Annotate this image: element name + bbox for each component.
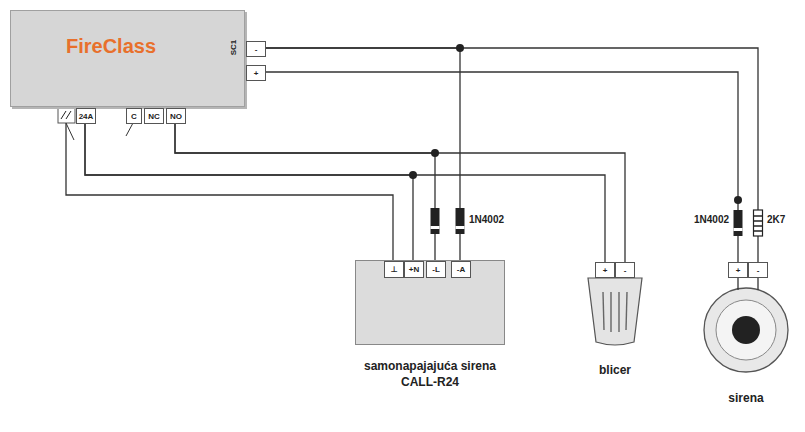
junction-dot xyxy=(734,196,742,204)
terminal-label: NO xyxy=(170,112,182,121)
terminal-label: 24A xyxy=(79,112,94,121)
device-caption: blicer xyxy=(530,362,700,378)
siren-body xyxy=(704,278,788,372)
resistor-label: 2K7 xyxy=(767,214,785,225)
wire xyxy=(175,124,625,262)
diode-symbol xyxy=(456,208,465,234)
wire xyxy=(85,124,605,262)
device: blicer+- xyxy=(585,262,645,345)
junction-dot xyxy=(409,171,417,179)
terminal-label: - xyxy=(624,266,627,275)
siren-unit-box: samonapajajuća sirena CALL-R24⊥+N-L-A xyxy=(355,260,505,345)
wire xyxy=(175,124,435,261)
relay-terminal xyxy=(58,107,75,123)
diode-label: 1N4002 xyxy=(469,214,504,225)
device-caption: samonapajajuća sirena CALL-R24 xyxy=(345,358,515,390)
terminal: 24A xyxy=(76,108,96,124)
terminal: NC xyxy=(144,108,164,124)
ground-wire xyxy=(66,123,393,260)
terminal: - xyxy=(748,262,768,278)
diode-label: 1N4002 xyxy=(694,214,729,225)
terminal: NO xyxy=(166,108,186,124)
terminal: + xyxy=(728,262,748,278)
wire xyxy=(266,48,758,262)
terminal: + xyxy=(595,262,615,278)
device: sirena+- xyxy=(703,262,789,388)
junction-dot xyxy=(431,149,439,157)
terminal-label: + xyxy=(736,266,741,275)
wire xyxy=(266,72,738,262)
relay-contact xyxy=(66,123,74,140)
terminal-label: + xyxy=(603,266,608,275)
terminal-label: - xyxy=(255,45,258,54)
device-caption: sirena xyxy=(661,390,805,406)
terminal: C xyxy=(126,108,142,124)
terminal: -A xyxy=(451,261,471,278)
terminal: - xyxy=(615,262,635,278)
terminal-label: + xyxy=(254,69,259,78)
terminal-block-name: SC1 xyxy=(229,40,238,56)
terminal: +N xyxy=(404,261,424,278)
terminal-label: +N xyxy=(409,265,419,274)
terminal-label: -A xyxy=(457,265,465,274)
junction-dot xyxy=(456,44,464,52)
brand-name: FireClass xyxy=(66,35,156,58)
terminal-label: NC xyxy=(148,112,160,121)
terminal: - xyxy=(246,41,266,57)
diode-symbol xyxy=(431,208,440,234)
resistor-symbol xyxy=(754,210,763,236)
terminal-label: -L xyxy=(432,265,440,274)
terminal-label: C xyxy=(131,112,137,121)
strobe-body xyxy=(588,278,642,345)
terminal-label: ⊥ xyxy=(390,265,397,274)
wire xyxy=(266,48,460,261)
terminal: ⊥ xyxy=(384,261,404,278)
relay-contact xyxy=(126,123,133,136)
relay-glyph xyxy=(66,111,71,119)
terminal: -L xyxy=(426,261,446,278)
terminal-label: - xyxy=(757,266,760,275)
relay-glyph xyxy=(61,111,66,119)
control-panel: FireClass-+24ACNCNO xyxy=(10,10,245,107)
terminal: + xyxy=(246,65,266,81)
wire xyxy=(85,124,413,261)
diode-symbol xyxy=(734,210,743,236)
